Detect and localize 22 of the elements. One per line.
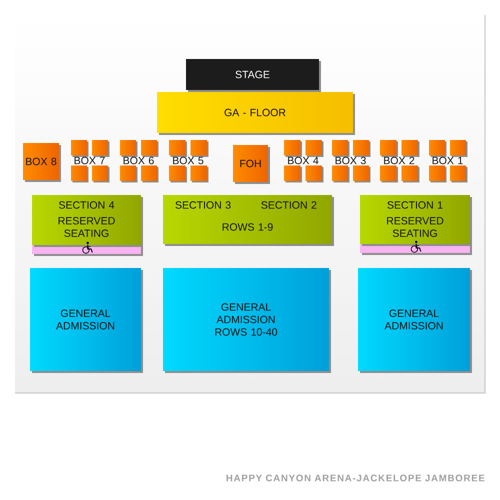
seating-box: BOX 8 bbox=[23, 143, 61, 182]
box-seats: BOX 4 bbox=[284, 140, 324, 182]
seating-section: SECTION 3 SECTION 2 ROWS 1-9 bbox=[163, 195, 334, 246]
node-label: BOX 4 bbox=[288, 156, 318, 164]
box-seats: BOX 5 bbox=[169, 140, 208, 182]
node-label: BOX 3 bbox=[336, 156, 366, 164]
box-seats: BOX 6 bbox=[120, 140, 158, 182]
node-label: BOX 7 bbox=[74, 156, 105, 164]
box-seats: BOX 2 bbox=[380, 140, 420, 182]
node-label: BOX 1 bbox=[432, 156, 463, 164]
seating-box: FOH bbox=[233, 145, 270, 184]
stage-block: STAGE bbox=[186, 59, 321, 92]
box-seats: BOX 1 bbox=[429, 140, 468, 182]
box-seats: BOX 3 bbox=[332, 140, 370, 182]
node-label: BOX 6 bbox=[124, 156, 154, 164]
admission-area: GENERAL ADMISSION ROWS 10-40 bbox=[163, 268, 331, 373]
admission-area: GENERAL ADMISSION bbox=[358, 268, 472, 373]
admission-area: GENERAL ADMISSION bbox=[30, 268, 143, 373]
node-label: BOX 2 bbox=[384, 156, 414, 164]
caption: HAPPY CANYON ARENA-JACKELOPE JAMBOREE bbox=[226, 474, 484, 482]
node-label: BOX 5 bbox=[173, 156, 204, 164]
box-seats: BOX 7 bbox=[71, 140, 110, 182]
